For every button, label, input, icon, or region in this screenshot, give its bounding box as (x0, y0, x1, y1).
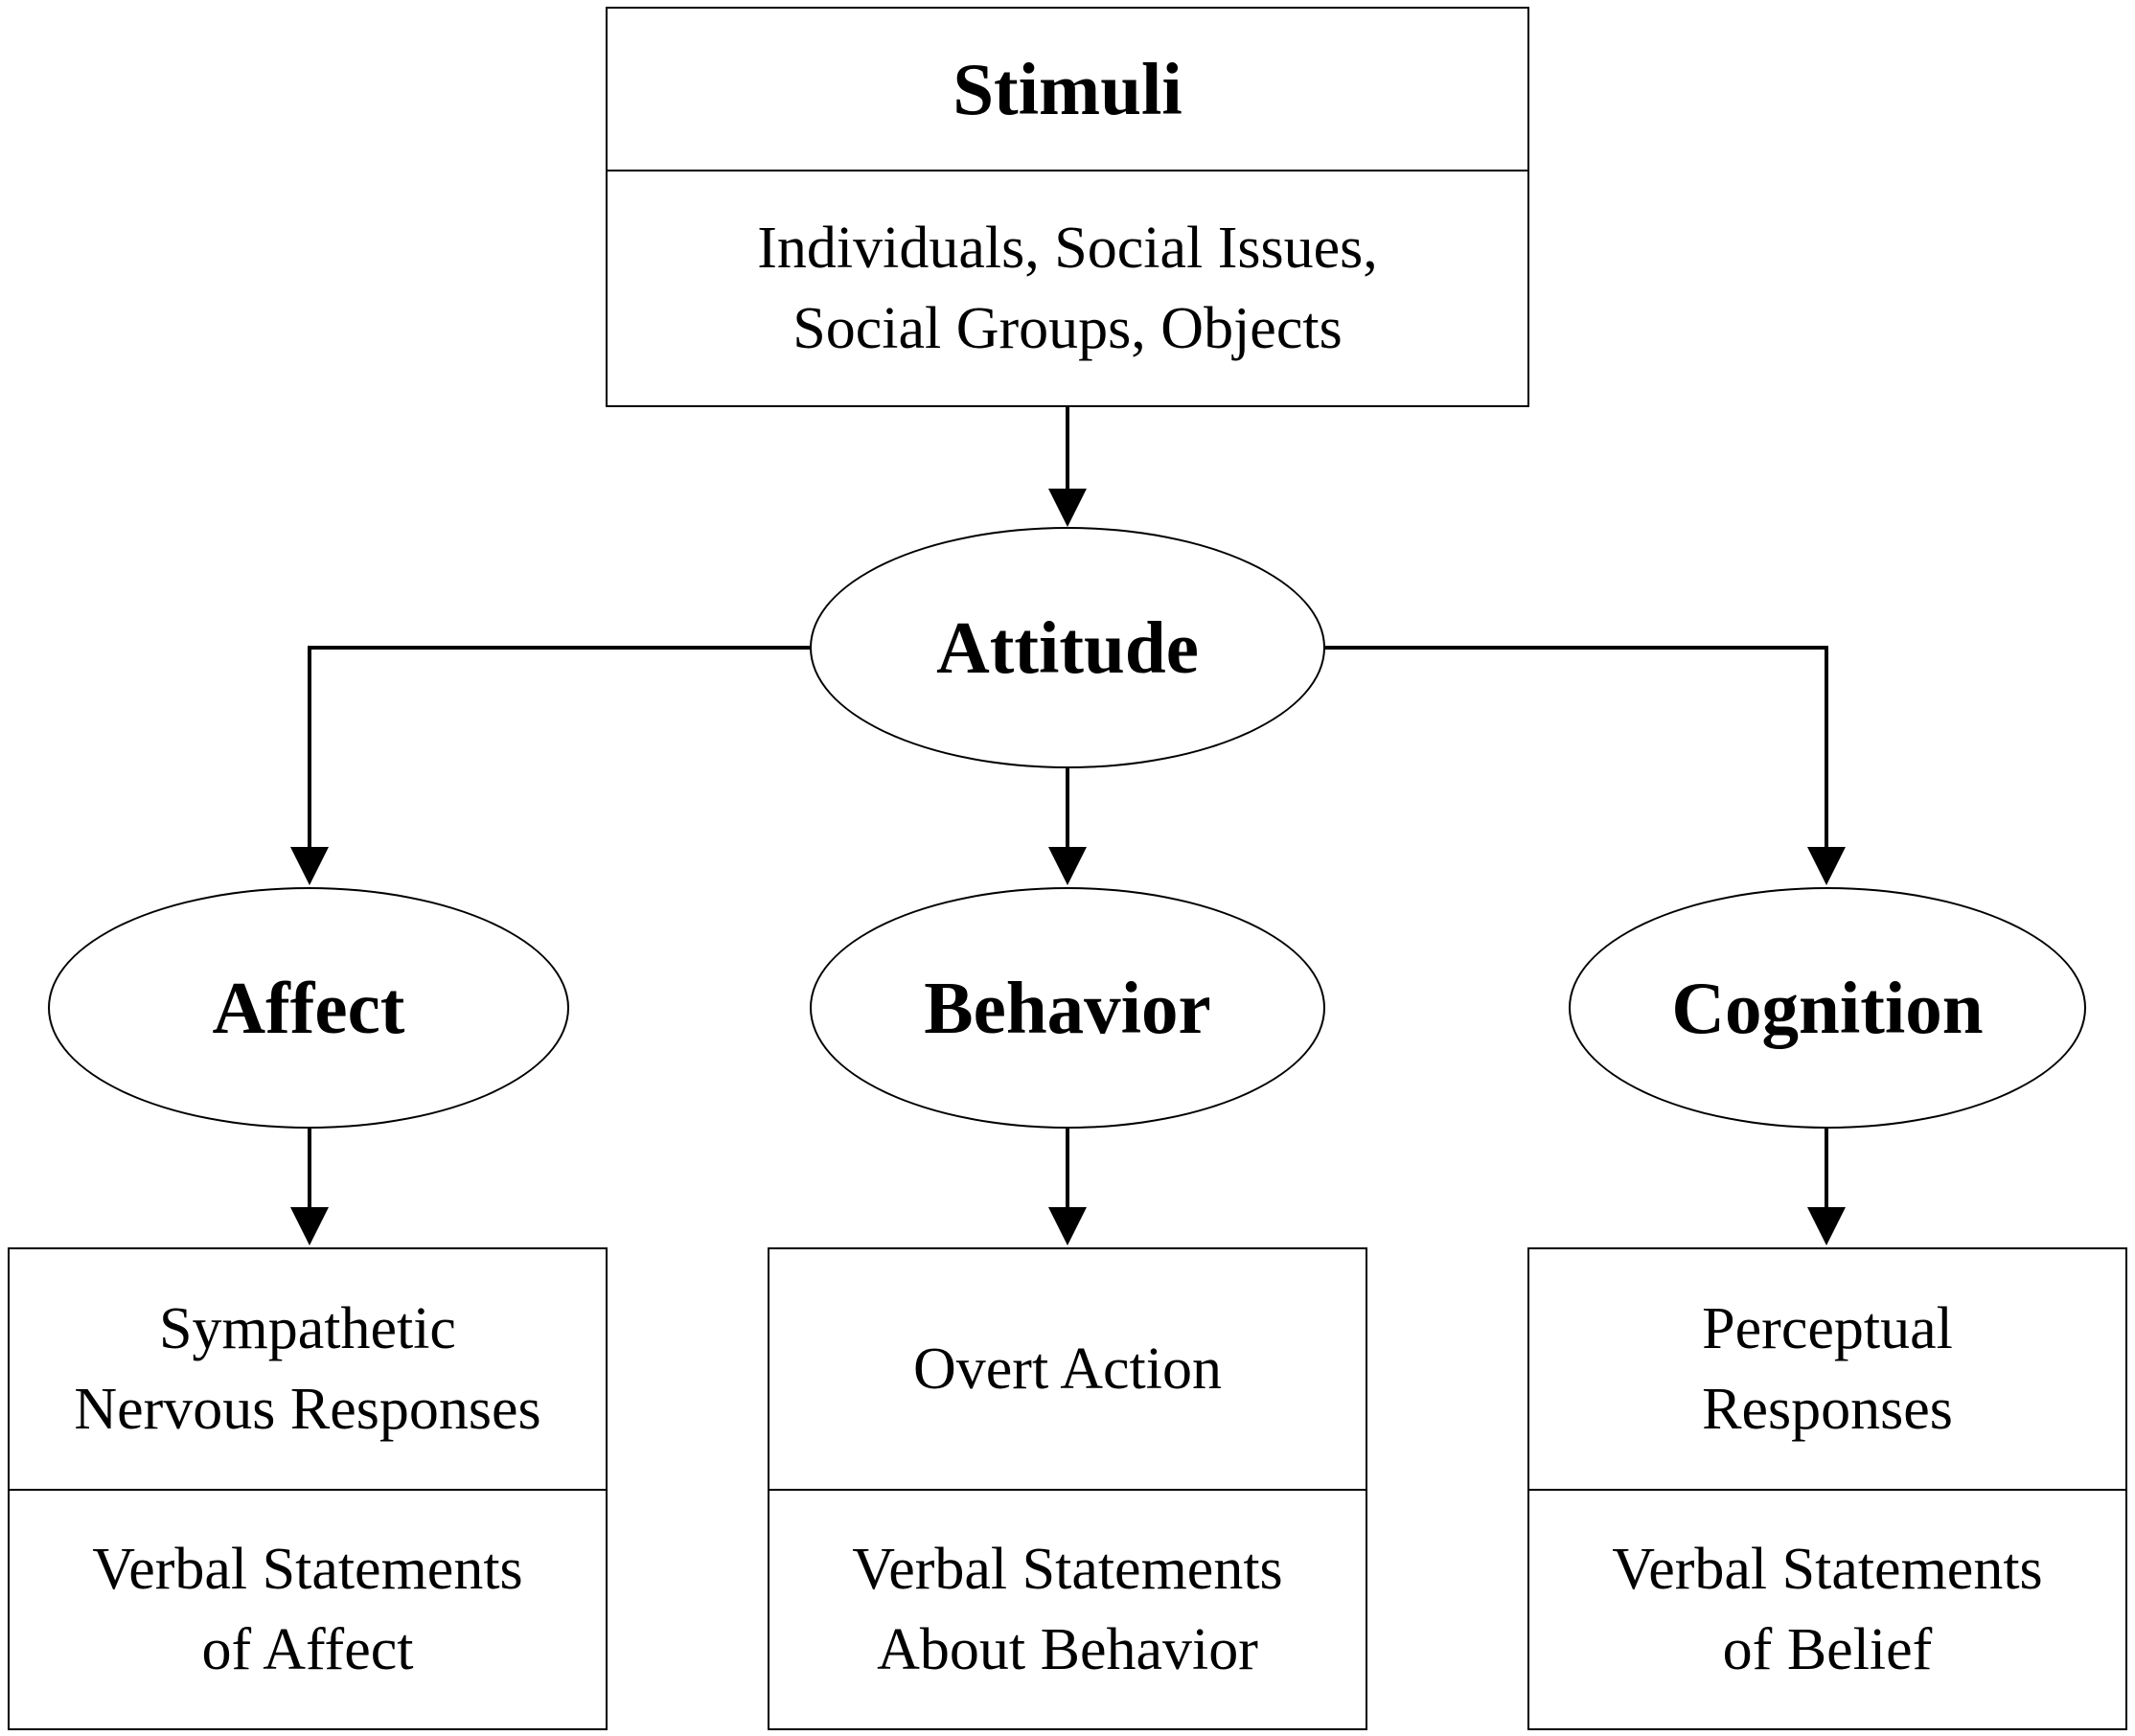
stimuli-box: Stimuli Individuals, Social Issues, Soci… (606, 7, 1529, 407)
arrowhead-cognition-responses (1807, 1207, 1846, 1245)
arrowhead-behavior (1048, 847, 1087, 885)
cognition-perceptual-response: Perceptual Responses (1702, 1296, 1953, 1442)
arrowhead-affect-responses (290, 1207, 329, 1245)
arrowhead-cognition (1807, 847, 1846, 885)
behavior-responses-box: Overt Action Verbal Statements About Beh… (768, 1247, 1367, 1730)
cognition-responses-box: Perceptual Responses Verbal Statements o… (1527, 1247, 2127, 1730)
cognition-verbal-response: Verbal Statements of Belief (1529, 1489, 2125, 1728)
stimuli-items: Individuals, Social Issues, Social Group… (608, 170, 1527, 405)
affect-physiological-response: Sympathetic Nervous Responses (74, 1296, 541, 1442)
affect-node: Affect (48, 887, 569, 1129)
behavior-overt-response: Overt Action (913, 1336, 1222, 1402)
stimuli-title: Stimuli (953, 47, 1182, 130)
affect-verbal-response: Verbal Statements of Affect (10, 1489, 606, 1728)
arrowhead-behavior-responses (1048, 1207, 1087, 1245)
attitude-node: Attitude (810, 527, 1325, 768)
cognition-node: Cognition (1569, 887, 2086, 1129)
connector-attitude-cognition (1325, 646, 1828, 851)
affect-responses-box: Sympathetic Nervous Responses Verbal Sta… (8, 1247, 608, 1730)
behavior-verbal-response: Verbal Statements About Behavior (769, 1489, 1366, 1728)
arrowhead-affect (290, 847, 329, 885)
connector-attitude-affect (308, 646, 810, 851)
behavior-node: Behavior (810, 887, 1325, 1129)
arrowhead-attitude (1048, 489, 1087, 527)
